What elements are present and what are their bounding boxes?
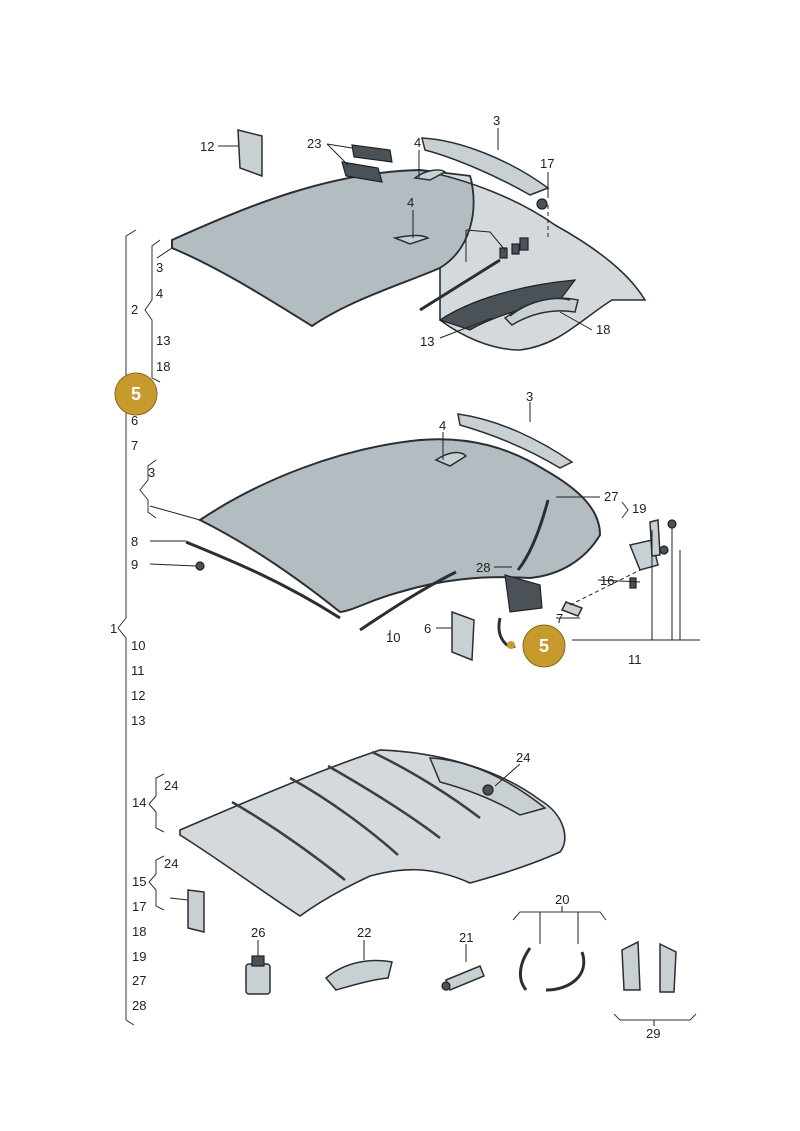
svg-text:5: 5 <box>539 636 549 656</box>
fabric-top-assembly <box>179 749 566 933</box>
rear-window-glass-mid <box>457 413 574 469</box>
list-14: 14 <box>132 795 146 810</box>
label-17-top: 17 <box>540 156 554 171</box>
label-16-mid: 16 <box>600 573 614 588</box>
list-27: 27 <box>132 973 146 988</box>
label-19-mid: 19 <box>632 501 646 516</box>
list-3b: 3 <box>148 465 155 480</box>
loose-parts <box>245 906 697 1026</box>
label-8-mid: 8 <box>131 534 138 549</box>
cable-27 <box>516 499 550 571</box>
label-13-top: 13 <box>420 334 434 349</box>
clip-23-a <box>341 161 383 183</box>
label-4b-top: 4 <box>407 195 414 210</box>
screw-17 <box>536 198 548 210</box>
seal-4-lower <box>392 234 430 245</box>
bolt-a <box>499 247 508 259</box>
softtop-frame-assembly <box>185 413 677 662</box>
part-21-tube <box>441 944 485 991</box>
list-18: 18 <box>156 359 170 374</box>
list-12: 12 <box>131 688 145 703</box>
bolt-c <box>519 237 529 251</box>
list-6: 6 <box>131 413 138 428</box>
label-27-mid: 27 <box>604 489 618 504</box>
screw-9 <box>195 561 205 571</box>
callout-dot <box>507 641 515 649</box>
label-9-mid: 9 <box>131 557 138 572</box>
label-26: 26 <box>251 925 265 940</box>
part-labels: 12 23 3 17 4 4 13 18 3 4 2 13 18 6 7 3 3… <box>110 113 660 1041</box>
label-11-mid: 11 <box>628 652 642 667</box>
list-28: 28 <box>132 998 146 1013</box>
clip-24 <box>482 784 494 796</box>
label-12-top: 12 <box>200 139 214 154</box>
edge-strip-8 <box>185 540 341 620</box>
label-28-mid: 28 <box>476 560 490 575</box>
part-29-covers <box>613 940 697 1026</box>
hardtop-roof-panel <box>171 168 475 328</box>
label-29: 29 <box>646 1026 660 1041</box>
svg-text:5: 5 <box>131 384 141 404</box>
label-10-mid: 10 <box>386 630 400 645</box>
hardtop-assembly <box>171 129 647 351</box>
label-22: 22 <box>357 925 371 940</box>
bottom-leaders <box>169 763 521 901</box>
label-3-mid: 3 <box>526 389 533 404</box>
screw-16 <box>629 577 637 589</box>
list-13: 13 <box>156 333 170 348</box>
list-15: 15 <box>132 874 146 889</box>
label-3-top: 3 <box>493 113 500 128</box>
list-19: 19 <box>132 949 146 964</box>
seal-18 <box>509 297 571 317</box>
list-3: 3 <box>156 260 163 275</box>
list-24b: 24 <box>164 856 178 871</box>
list-1: 1 <box>110 621 117 636</box>
part-22-patch <box>324 940 393 991</box>
list-4: 4 <box>156 286 163 301</box>
label-7-mid: 7 <box>556 611 563 626</box>
part-20-seals <box>512 906 607 992</box>
label-20: 20 <box>555 892 569 907</box>
label-18-top: 18 <box>596 322 610 337</box>
clip-23-b <box>351 144 393 163</box>
list-10: 10 <box>131 638 145 653</box>
list-11: 11 <box>131 663 145 678</box>
list-13b: 13 <box>131 713 145 728</box>
badge-callout[interactable]: 5 <box>522 624 566 668</box>
list-17: 17 <box>132 899 146 914</box>
list-7: 7 <box>131 438 138 453</box>
label-21: 21 <box>459 930 473 945</box>
label-6-mid: 6 <box>424 621 431 636</box>
bracket-17-bottom <box>187 889 205 933</box>
badge-left[interactable]: 5 <box>114 372 158 416</box>
softtop-cover-panel <box>198 438 602 614</box>
list-18b: 18 <box>132 924 146 939</box>
bracket-12-top <box>237 129 263 178</box>
top-leaders <box>156 128 593 339</box>
label-23: 23 <box>307 136 321 151</box>
label-24-bottom: 24 <box>516 750 530 765</box>
left-list-structure <box>117 229 165 1026</box>
bolt-b <box>511 243 520 255</box>
label-4-mid: 4 <box>439 418 446 433</box>
list-24a: 24 <box>164 778 178 793</box>
bracket-6 <box>451 610 475 662</box>
mechanism-body <box>504 574 543 613</box>
rear-window-glass-top <box>421 137 550 196</box>
list-2: 2 <box>131 302 138 317</box>
part-26-can <box>245 940 271 995</box>
pin-7 <box>560 601 584 617</box>
strip-10 <box>359 570 457 632</box>
mid-leaders <box>149 402 700 641</box>
label-4a-top: 4 <box>414 135 421 150</box>
